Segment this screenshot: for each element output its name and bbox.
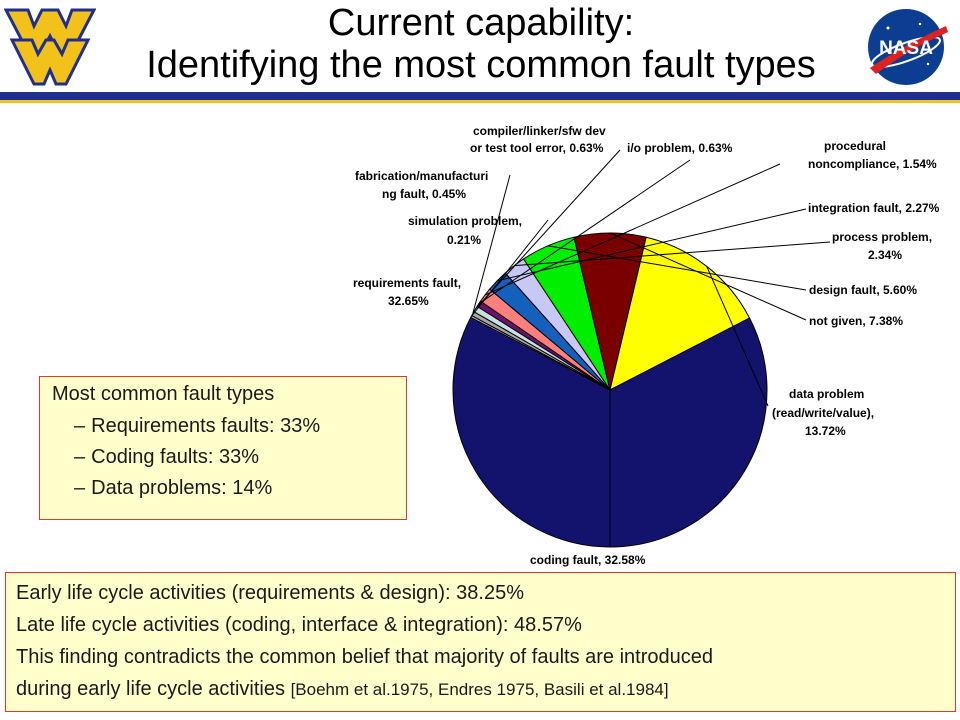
- findings-box: Early life cycle activities (requirement…: [5, 572, 956, 712]
- common-fault-types-heading: Most common fault types: [52, 383, 275, 405]
- title-line-2: Identifying the most common fault types: [146, 44, 816, 86]
- pie-slice-11: [609, 317, 768, 548]
- callout-simulation: simulation problem, 0.21%: [408, 214, 525, 247]
- callout-integration: integration fault, 2.27%: [808, 201, 940, 215]
- leader-line-4: [478, 159, 691, 305]
- callout-procedural: procedural noncompliance, 1.54%: [808, 139, 937, 171]
- callout-data-problem: data problem (read/write/value), 13.72%: [772, 387, 877, 438]
- common-fault-types-list: Requirements faults: 33% Coding faults: …: [74, 411, 320, 504]
- leader-line-8: [547, 245, 807, 291]
- leader-line-5: [484, 163, 781, 296]
- callout-requirements: requirements fault, 32.65%: [353, 276, 464, 308]
- slide-header: Current capability: Identifying the most…: [0, 0, 960, 103]
- finding-early-belief-text: during early life cycle activities: [16, 678, 291, 700]
- header-rule-gold: [0, 100, 960, 103]
- page-title: Current capability: Identifying the most…: [96, 2, 866, 86]
- leader-line-7: [514, 241, 831, 267]
- list-item: Coding faults: 33%: [74, 442, 320, 473]
- callout-io: i/o problem, 0.63%: [627, 141, 733, 155]
- wvu-logo: [4, 8, 96, 86]
- citation: [Boehm et al.1975, Endres 1975, Basili e…: [290, 680, 669, 699]
- callout-compiler: compiler/linker/sfw dev or test tool err…: [470, 124, 609, 155]
- title-line-1: Current capability:: [327, 2, 635, 44]
- callout-design: design fault, 5.60%: [809, 283, 917, 297]
- finding-early: Early life cycle activities (requirement…: [16, 582, 524, 604]
- callout-not-given: not given, 7.38%: [809, 314, 903, 328]
- list-item: Data problems: 14%: [74, 473, 320, 504]
- nasa-logo: NASA: [868, 9, 948, 85]
- header-rule-blue: [0, 92, 960, 100]
- leader-line-10: [706, 266, 769, 407]
- finding-early-belief: during early life cycle activities [Boeh…: [16, 674, 669, 705]
- callout-fabrication: fabrication/manufacturi ng fault, 0.45%: [355, 169, 492, 201]
- leader-line-3: [475, 149, 621, 310]
- callout-process: process problem, 2.34%: [832, 230, 935, 262]
- svg-text:NASA: NASA: [879, 38, 933, 59]
- leader-line-2: [472, 174, 511, 314]
- finding-contradiction: This finding contradicts the common beli…: [16, 646, 714, 668]
- pie-slice-0: [452, 316, 611, 548]
- fault-type-pie-chart: compiler/linker/sfw dev or test tool err…: [353, 124, 940, 567]
- leader-line-9: [609, 232, 807, 321]
- common-fault-types-box: Most common fault types Requirements fau…: [39, 376, 407, 520]
- finding-late: Late life cycle activities (coding, inte…: [16, 614, 582, 636]
- leader-line-6: [497, 208, 807, 282]
- callout-coding: coding fault, 32.58%: [530, 553, 646, 567]
- list-item: Requirements faults: 33%: [74, 411, 320, 442]
